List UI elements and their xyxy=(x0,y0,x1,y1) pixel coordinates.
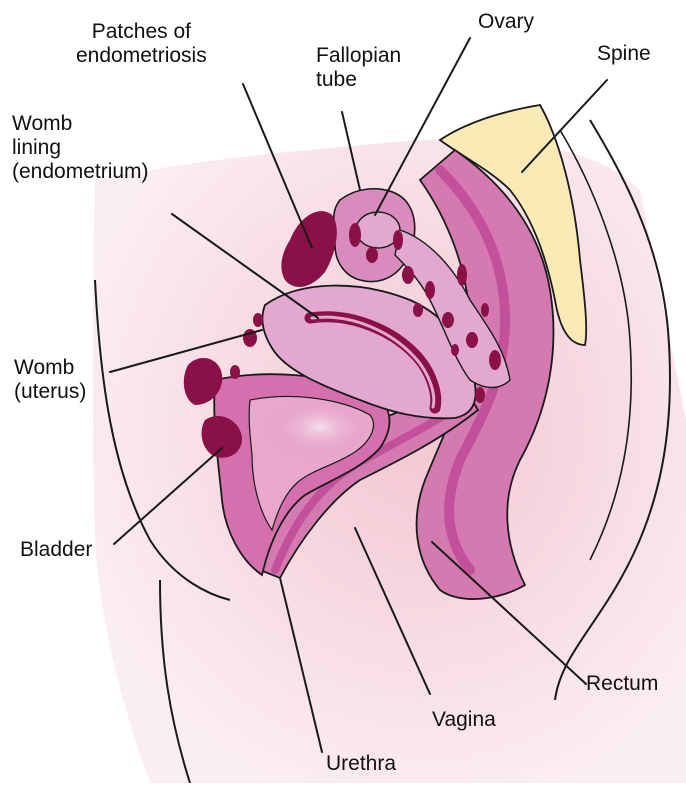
endometriosis-patch xyxy=(393,230,403,250)
label-patches-line-2: endometriosis xyxy=(76,44,207,68)
endometriosis-patch xyxy=(349,223,361,247)
endometriosis-patch xyxy=(442,312,454,328)
label-ovary: Ovary xyxy=(478,10,534,34)
endometriosis-patch xyxy=(402,266,414,284)
endometriosis-patch xyxy=(466,332,478,348)
label-womb-lining-line-1: Womb xyxy=(12,112,149,136)
endometriosis-patch xyxy=(425,281,435,299)
label-bladder: Bladder xyxy=(20,538,92,562)
endometriosis-patch xyxy=(481,303,489,317)
label-womb-uterus: Womb (uterus) xyxy=(14,356,86,404)
endometriosis-patch xyxy=(475,387,485,403)
label-fallopian-line-1: Fallopian xyxy=(316,44,401,68)
endometriosis-patch xyxy=(230,365,240,379)
bladder-highlight xyxy=(265,402,365,458)
endometriosis-patch xyxy=(413,303,423,317)
endometriosis-patch xyxy=(253,313,263,327)
label-womb-lining-line-3: (endometrium) xyxy=(12,160,149,184)
label-fallopian-tube: Fallopian tube xyxy=(316,44,401,92)
endometriosis-patch xyxy=(366,247,378,263)
label-urethra: Urethra xyxy=(326,752,396,776)
endometriosis-patch xyxy=(489,350,501,370)
label-fallopian-line-2: tube xyxy=(316,68,401,92)
label-rectum: Rectum xyxy=(586,672,658,696)
label-womb-line-2: (uterus) xyxy=(14,380,86,404)
endometriosis-patch xyxy=(451,344,459,356)
label-womb-lining-line-2: lining xyxy=(12,136,149,160)
endometriosis-patch xyxy=(457,264,467,286)
label-patches-of-endometriosis: Patches of endometriosis xyxy=(76,20,207,68)
label-womb-line-1: Womb xyxy=(14,356,86,380)
label-spine: Spine xyxy=(597,42,651,66)
label-patches-line-1: Patches of xyxy=(76,20,207,44)
label-vagina: Vagina xyxy=(432,708,496,732)
label-womb-lining: Womb lining (endometrium) xyxy=(12,112,149,184)
